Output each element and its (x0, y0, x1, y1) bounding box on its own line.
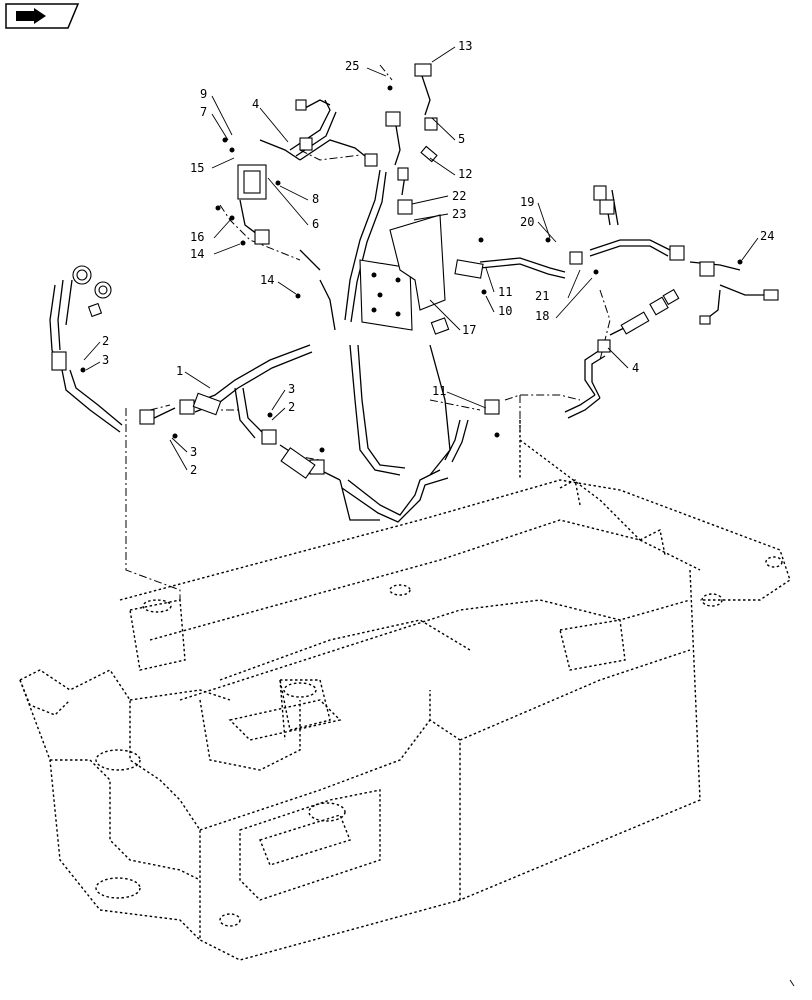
callout-5: 5 (458, 132, 465, 146)
callout-14-upper: 14 (190, 247, 204, 261)
callout-21: 21 (535, 289, 549, 303)
reference-line (125, 408, 181, 600)
callout-2-left: 2 (102, 334, 109, 348)
callout-1: 1 (176, 364, 183, 378)
callout-25: 25 (345, 59, 359, 73)
callout-18: 18 (535, 309, 549, 323)
callout-3-left: 3 (102, 353, 109, 367)
callout-7: 7 (200, 105, 207, 119)
callout-8: 8 (312, 192, 319, 206)
callout-11-upper: 11 (498, 285, 512, 299)
parts (51, 63, 779, 479)
callout-labels: 25 13 9 7 4 5 15 12 8 6 22 23 16 14 19 2… (102, 39, 774, 477)
callout-13: 13 (458, 39, 472, 53)
callout-9: 9 (200, 87, 207, 101)
callout-15: 15 (190, 161, 204, 175)
callout-11-lower: 11 (432, 384, 446, 398)
callout-2-mid: 2 (288, 400, 295, 414)
callout-17: 17 (462, 323, 476, 337)
callout-2-bottom: 2 (190, 463, 197, 477)
callout-3-bottom: 3 (190, 445, 197, 459)
page-navigation-icon[interactable] (5, 3, 80, 29)
leader-lines (83, 46, 759, 471)
callout-3-mid: 3 (288, 382, 295, 396)
callout-19: 19 (520, 195, 534, 209)
callout-6: 6 (312, 217, 319, 231)
callout-22: 22 (452, 189, 466, 203)
callout-14-lower: 14 (260, 273, 274, 287)
callout-20: 20 (520, 215, 534, 229)
machine-frame (19, 420, 791, 961)
callout-4-lower: 4 (632, 361, 639, 375)
callout-23: 23 (452, 207, 466, 221)
callout-10: 10 (498, 304, 512, 318)
callout-12: 12 (458, 167, 472, 181)
callout-16: 16 (190, 230, 204, 244)
callout-4-upper: 4 (252, 97, 259, 111)
callout-24: 24 (760, 229, 774, 243)
